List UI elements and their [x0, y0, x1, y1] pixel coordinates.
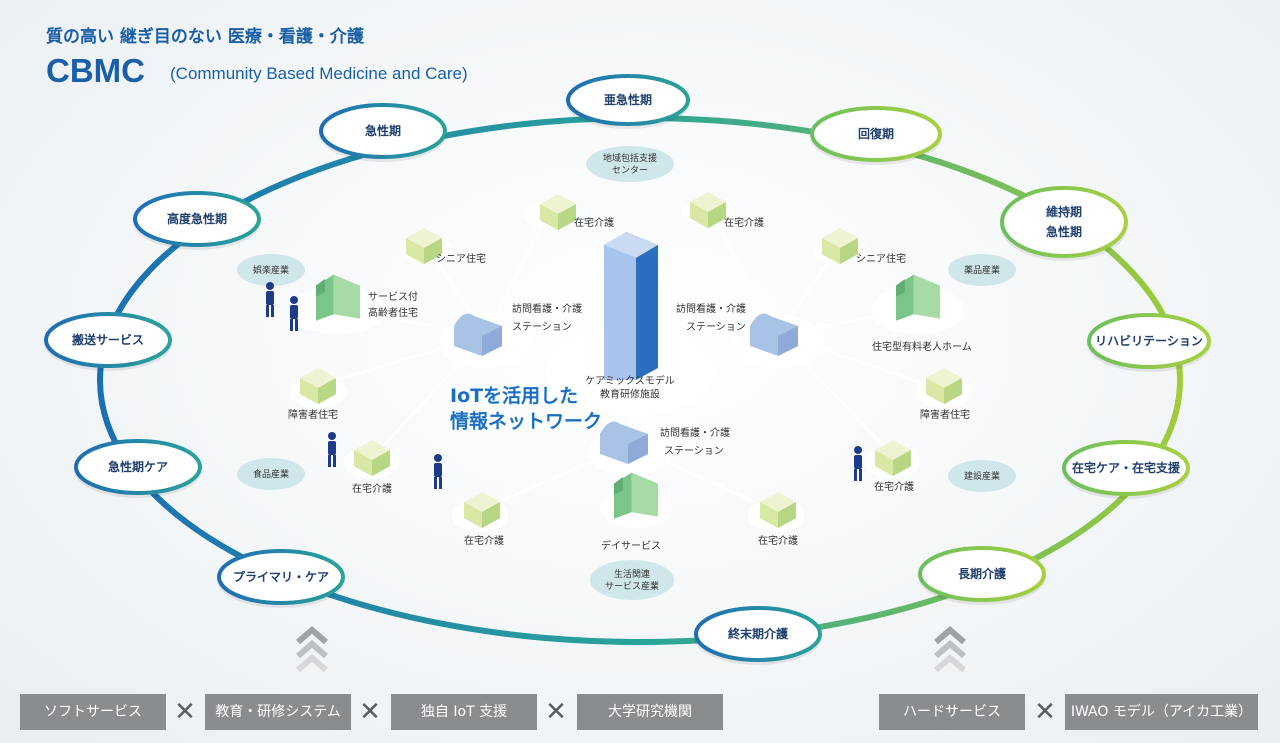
ring-node-2: 維持期急性期	[1000, 186, 1128, 261]
sector-label: 薬品産業	[964, 264, 1000, 276]
station-label: 訪問看護・介護	[676, 302, 746, 315]
station-icon	[750, 313, 798, 356]
page-title: CBMC	[46, 52, 145, 89]
building-icon	[896, 274, 940, 321]
ring-node-5: 長期介護	[918, 546, 1046, 605]
up-arrows-right	[934, 626, 966, 673]
ring-node-label: 長期介護	[958, 566, 1007, 581]
person-icon	[434, 454, 442, 489]
ring-node-label: 終末期介護	[728, 626, 789, 641]
facilities: 訪問看護・介護ステーション訪問看護・介護ステーション訪問看護・介護ステーション在…	[288, 192, 972, 552]
ring-node-label: 亜急性期	[604, 92, 652, 107]
ring-node-11: 急性期	[319, 103, 447, 162]
bar-item-iot: 独自 IoT 支援	[391, 694, 537, 730]
ring-nodes: 亜急性期回復期維持期急性期リハビリテーション在宅ケア・在宅支援長期介護終末期介護…	[44, 74, 1211, 665]
people	[266, 282, 862, 489]
person-icon	[266, 282, 274, 317]
sector-bubble-0: 地域包括支援センター	[586, 146, 674, 182]
person-icon	[854, 446, 862, 481]
facility-label: サービス付高齢者住宅	[368, 290, 418, 319]
sector-label: 生活関連サービス産業	[605, 568, 659, 592]
bar-item-university: 大学研究機関	[577, 694, 723, 730]
bar-item-iwao: IWAO モデル（アイカ工業）	[1065, 694, 1258, 730]
house-icon	[300, 368, 336, 405]
ring-node-1: 回復期	[810, 106, 942, 165]
facility-label: 在宅介護	[574, 216, 614, 229]
house-icon	[822, 228, 858, 265]
times-icon: ✕	[174, 697, 196, 727]
times-icon: ✕	[1034, 697, 1056, 727]
facility-label: 在宅介護	[758, 534, 798, 547]
house-icon	[760, 492, 796, 529]
ring-node-label: 搬送サービス	[72, 332, 144, 347]
sector-label: 地域包括支援センター	[603, 152, 657, 176]
facility-label: デイサービス	[601, 539, 661, 552]
page-subtitle: 質の高い 継ぎ目のない 医療・看護・介護	[46, 27, 364, 47]
ring-node-0: 亜急性期	[566, 74, 690, 129]
house-icon	[354, 440, 390, 477]
house-icon	[875, 440, 911, 477]
building-icon	[316, 274, 360, 321]
ring-node-9: 搬送サービス	[44, 312, 172, 371]
house-icon	[406, 228, 442, 265]
house-icon	[540, 194, 576, 231]
ring-node-label: 回復期	[858, 126, 894, 141]
station-icon	[600, 421, 648, 464]
facility-label: 在宅介護	[352, 482, 392, 495]
house-icon	[464, 492, 500, 529]
facility-label: 在宅介護	[874, 480, 914, 493]
sector-bubble-2: 薬品産業	[948, 254, 1016, 286]
times-icon: ✕	[545, 697, 567, 727]
network-title: IoTを活用した情報ネットワーク	[450, 384, 602, 433]
ring-node-label: 在宅ケア・在宅支援	[1072, 460, 1181, 475]
bar-item-education: 教育・研修システム	[205, 694, 351, 730]
center-label: ケアミックスモデル教育研修施設	[585, 374, 675, 401]
sector-label: 建設産業	[964, 470, 1000, 482]
building-icon	[614, 472, 658, 519]
station-label: ステーション	[512, 322, 572, 333]
station-icon	[454, 313, 502, 356]
station-label: 訪問看護・介護	[512, 302, 582, 315]
ring-node-6: 終末期介護	[694, 606, 822, 665]
ring-node-10: 高度急性期	[133, 191, 261, 250]
ring-node-label: リハビリテーション	[1095, 333, 1203, 348]
ring-node-label: 維持期急性期	[1046, 204, 1082, 239]
times-icon: ✕	[359, 697, 381, 727]
ring-node-label: 急性期ケア	[108, 459, 168, 474]
sector-bubble-3: 食品産業	[237, 458, 305, 490]
ring-node-8: 急性期ケア	[74, 439, 202, 498]
facility-label: 在宅介護	[724, 216, 764, 229]
person-icon	[328, 432, 336, 467]
station-label: ステーション	[686, 322, 746, 333]
ring-node-3: リハビリテーション	[1087, 313, 1211, 372]
house-icon	[926, 368, 962, 405]
page-title-en: (Community Based Medicine and Care)	[170, 64, 468, 83]
person-icon	[290, 296, 298, 331]
sector-bubble-4: 建設産業	[948, 460, 1016, 492]
sector-label: 食品産業	[253, 468, 289, 480]
sector-label: 娯楽産業	[253, 264, 289, 276]
facility-label: シニア住宅	[856, 252, 906, 265]
facility-label: 住宅型有料老人ホーム	[872, 340, 972, 353]
facility-label: シニア住宅	[436, 252, 486, 265]
facility-label: 障害者住宅	[288, 408, 338, 421]
sector-bubble-1: 娯楽産業	[237, 254, 305, 286]
bar-item-hardware: ハードサービス	[879, 694, 1025, 730]
station-label: ステーション	[664, 446, 724, 457]
bar-item-software: ソフトサービス	[20, 694, 166, 730]
ring-node-label: 急性期	[365, 123, 401, 138]
up-arrows-left	[296, 626, 328, 673]
sector-bubble-5: 生活関連サービス産業	[590, 560, 674, 600]
facility-label: 障害者住宅	[920, 408, 970, 421]
station-label: 訪問看護・介護	[660, 426, 730, 439]
ring-node-7: プライマリ・ケア	[217, 549, 345, 608]
ring-node-label: プライマリ・ケア	[233, 569, 329, 584]
house-icon	[690, 192, 726, 229]
facility-label: 在宅介護	[464, 534, 504, 547]
tower-icon	[604, 232, 658, 380]
ring-node-label: 高度急性期	[167, 211, 227, 226]
ring-node-4: 在宅ケア・在宅支援	[1062, 440, 1190, 499]
